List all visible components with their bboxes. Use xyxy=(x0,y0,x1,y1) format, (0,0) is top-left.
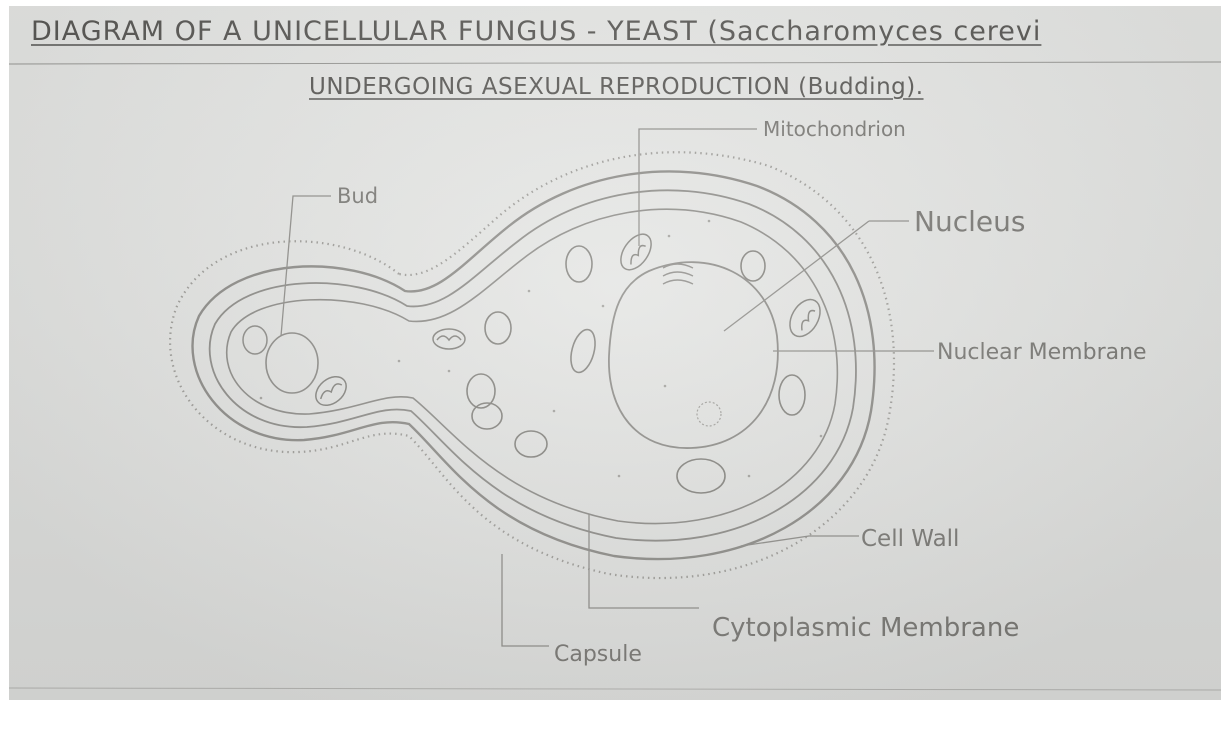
vacuoles xyxy=(467,246,805,493)
bud-nucleus xyxy=(266,333,318,393)
label-capsule: Capsule xyxy=(554,642,642,667)
leader-nucleus xyxy=(724,221,869,331)
label-bud: Bud xyxy=(337,184,378,208)
label-cytoplasmic-membrane: Cytoplasmic Membrane xyxy=(712,613,1019,643)
nucleolus xyxy=(697,402,721,426)
page-rule-line xyxy=(9,62,1221,64)
leader-cytoplasmic-membrane xyxy=(589,514,699,608)
label-nucleus: Nucleus xyxy=(914,205,1025,238)
leader-mitochondrion xyxy=(639,129,757,246)
leader-lines xyxy=(281,129,934,646)
cytoplasm-granules xyxy=(260,220,823,478)
golgi-body xyxy=(663,264,693,284)
mitochondrion-shapes xyxy=(310,229,826,411)
label-cell-wall: Cell Wall xyxy=(861,526,959,552)
yeast-diagram: Mitochondrion Bud Nucleus Nuclear Membra… xyxy=(9,6,1221,700)
notebook-page: DIAGRAM OF A UNICELLULAR FUNGUS - YEAST … xyxy=(9,6,1221,700)
nucleus-outline xyxy=(609,262,778,448)
bud-vacuole xyxy=(243,326,267,354)
label-nuclear-membrane: Nuclear Membrane xyxy=(937,340,1147,365)
capsule-outline xyxy=(170,152,894,578)
cell-wall-inner-line xyxy=(210,190,856,540)
leader-capsule xyxy=(502,554,549,646)
label-mitochondrion: Mitochondrion xyxy=(763,117,906,141)
page-bottom-line xyxy=(9,688,1221,690)
